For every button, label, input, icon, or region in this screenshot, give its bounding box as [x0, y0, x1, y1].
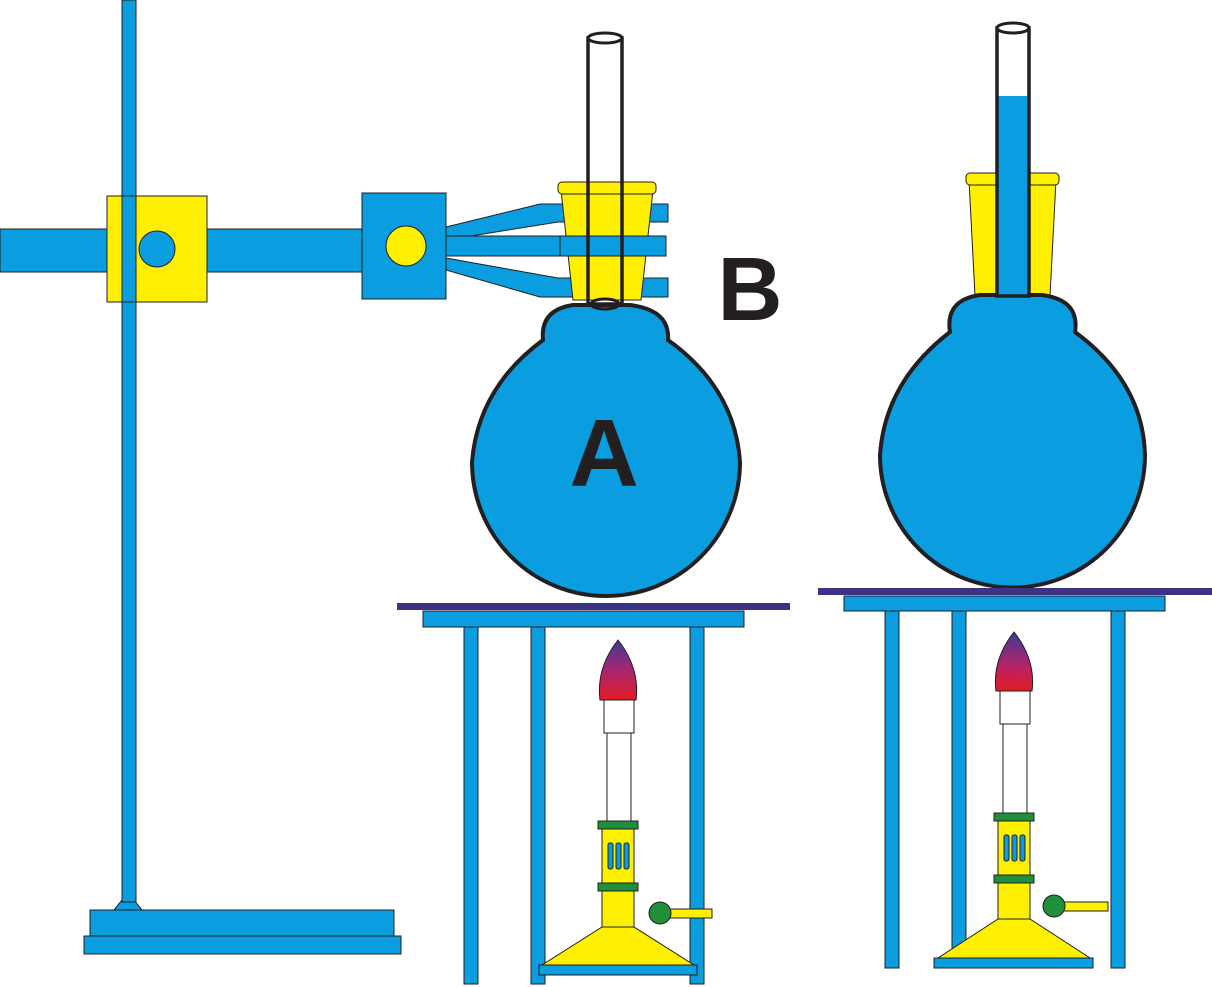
burner-band-top-left: [597, 820, 639, 830]
stopper-a-lip: [557, 181, 657, 195]
gauze-plate-right: [818, 588, 1212, 595]
flask-right-body: [877, 293, 1148, 590]
tripod-leg-right-2: [951, 610, 967, 969]
burner-cap-left: [603, 699, 635, 734]
tripod-right-icon: [818, 588, 1212, 969]
tube-right-liquid: [997, 96, 1029, 296]
tripod-top-right: [843, 595, 1166, 612]
burner-vent-left-2: [615, 842, 622, 870]
burner-base-left: [540, 926, 696, 966]
boss-rod-through: [121, 195, 137, 303]
tube-b-top: [586, 31, 624, 45]
stand-base-top: [89, 909, 395, 937]
tripod-left-icon: [397, 603, 790, 985]
tripod-top-left: [422, 610, 745, 628]
burner-inlet-right: [1057, 901, 1109, 912]
bunsen-burner-right-icon: [933, 631, 1109, 969]
flask-a-body: [469, 303, 743, 598]
tripod-leg-right-3: [1110, 610, 1126, 969]
burner-stem-left: [601, 890, 635, 928]
stand-rod: [121, 0, 137, 903]
burner-cap-right: [999, 690, 1031, 725]
retort-stand-icon: [83, 0, 402, 955]
burner-valve-left: [648, 901, 672, 925]
tube-right-top: [995, 21, 1031, 35]
boss-screw: [138, 230, 176, 268]
burner-foot-left: [538, 964, 698, 976]
burner-vent-left-3: [623, 842, 630, 870]
tripod-leg-left-2: [530, 626, 546, 985]
burner-foot-right: [933, 957, 1094, 969]
tube-b-bottom: [589, 297, 621, 311]
burner-vent-right-2: [1011, 834, 1018, 862]
burner-stem-right: [997, 882, 1031, 920]
clamp-jaw-middle-front: [559, 235, 667, 257]
stand-base-bottom: [83, 935, 402, 955]
burner-vent-right-3: [1019, 834, 1026, 862]
gauze-plate-left: [397, 603, 790, 610]
burner-vent-left-1: [607, 842, 614, 870]
burner-band-bottom-left: [597, 882, 639, 892]
bunsen-burner-left-icon: [538, 639, 713, 976]
flask-a-icon: A: [469, 31, 743, 598]
burner-valve-right: [1042, 894, 1066, 918]
flask-label-a: A: [569, 400, 638, 507]
flame-left-icon: [598, 639, 638, 701]
tripod-leg-left-3: [689, 626, 705, 985]
burner-band-top-right: [993, 812, 1035, 822]
burner-tube-left: [606, 732, 632, 824]
burner-vent-right-1: [1003, 834, 1010, 862]
flask-right-icon: [877, 21, 1148, 590]
clamp-screw: [385, 225, 427, 267]
tripod-leg-right-1: [884, 610, 900, 969]
flame-right-icon: [994, 631, 1034, 692]
tripod-leg-left-1: [463, 626, 479, 985]
burner-band-bottom-right: [993, 874, 1035, 884]
burner-tube-right: [1002, 723, 1028, 815]
tube-label-b: B: [718, 240, 783, 340]
